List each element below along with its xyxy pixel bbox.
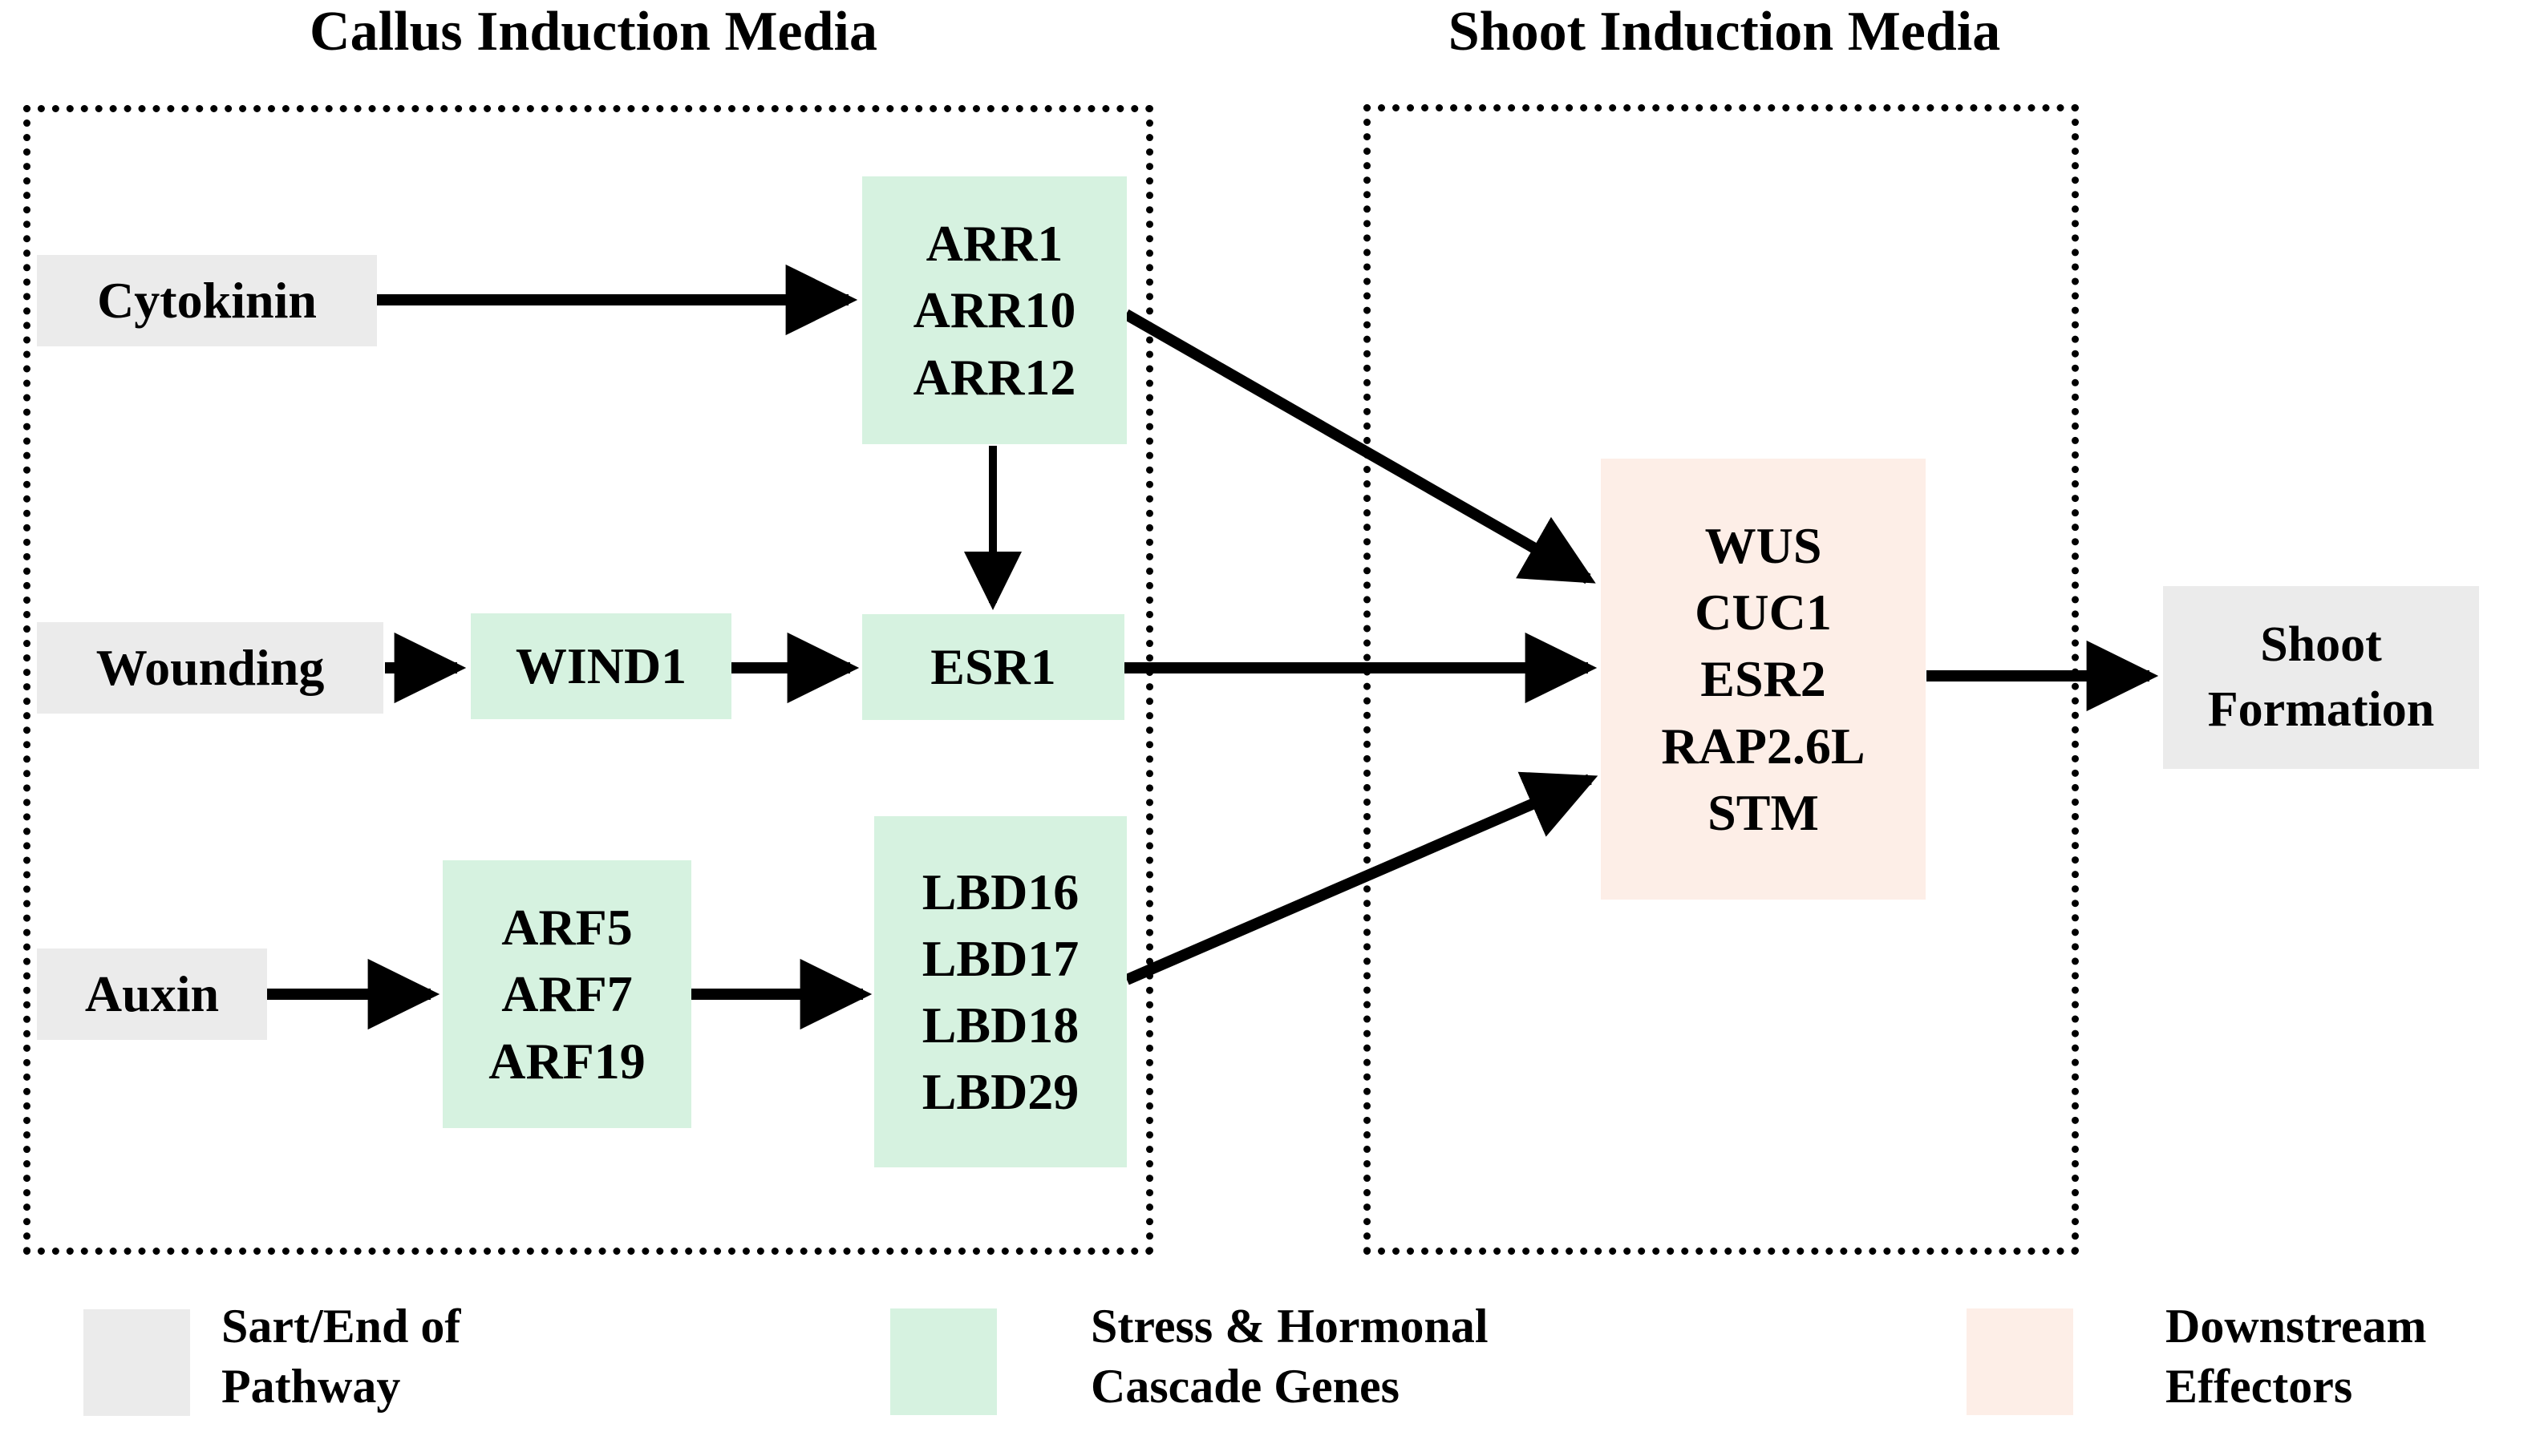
node-arf-line-0: ARF5	[501, 899, 633, 957]
legend-swatch-cascade-genes	[890, 1308, 997, 1415]
node-lbd-line-3: LBD29	[922, 1063, 1080, 1121]
node-effectors-line-4: STM	[1707, 783, 1819, 841]
legend-label-start-end: Sart/End of Pathway	[221, 1300, 461, 1413]
node-lbd-line-0: LBD16	[922, 863, 1080, 920]
node-esr1-line-0: ESR1	[930, 638, 1056, 696]
legend-swatch-downstream-effectors	[1967, 1308, 2073, 1415]
node-arf-line-1: ARF7	[501, 965, 633, 1023]
node-wounding-line-0: Wounding	[95, 639, 325, 697]
node-effectors-line-2: ESR2	[1700, 650, 1826, 708]
legend-swatch-start-end	[83, 1309, 190, 1416]
callus-induction-media-title: Callus Induction Media	[310, 1, 877, 63]
node-arr-genes[interactable]: ARR1 ARR10 ARR12	[862, 176, 1127, 444]
node-cytokinin[interactable]: Cytokinin	[37, 255, 377, 346]
node-wounding[interactable]: Wounding	[37, 622, 383, 714]
node-effectors-line-3: RAP2.6L	[1661, 717, 1865, 775]
node-arf-genes[interactable]: ARF5 ARF7 ARF19	[443, 860, 691, 1128]
callus-induction-compartment	[23, 105, 1153, 1255]
node-arr-line-0: ARR1	[926, 215, 1063, 273]
node-arf-line-2: ARF19	[488, 1032, 646, 1090]
node-cytokinin-line-0: Cytokinin	[97, 272, 317, 330]
node-shoot-formation-line-0: Shoot	[2260, 617, 2382, 673]
node-lbd-line-2: LBD18	[922, 997, 1080, 1054]
node-effectors-line-1: CUC1	[1695, 584, 1832, 641]
node-arr-line-2: ARR12	[913, 348, 1076, 406]
legend-label-cascade-genes: Stress & Hormonal Cascade Genes	[1091, 1300, 1489, 1413]
node-wind1[interactable]: WIND1	[471, 613, 731, 719]
node-auxin-line-0: Auxin	[84, 965, 220, 1023]
node-lbd-line-1: LBD17	[922, 929, 1080, 987]
shoot-induction-media-title: Shoot Induction Media	[1448, 1, 2001, 63]
node-shoot-formation[interactable]: Shoot Formation	[2163, 586, 2479, 769]
node-shoot-formation-line-1: Formation	[2207, 682, 2435, 737]
node-auxin[interactable]: Auxin	[37, 948, 267, 1040]
node-wind1-line-0: WIND1	[515, 637, 687, 695]
node-esr1[interactable]: ESR1	[862, 614, 1124, 720]
node-effectors-line-0: WUS	[1704, 517, 1822, 575]
legend-label-downstream-effectors: Downstream Effectors	[2165, 1300, 2427, 1413]
node-lbd-genes[interactable]: LBD16 LBD17 LBD18 LBD29	[874, 816, 1127, 1167]
node-downstream-effectors[interactable]: WUS CUC1 ESR2 RAP2.6L STM	[1601, 459, 1926, 900]
node-arr-line-1: ARR10	[913, 281, 1076, 339]
